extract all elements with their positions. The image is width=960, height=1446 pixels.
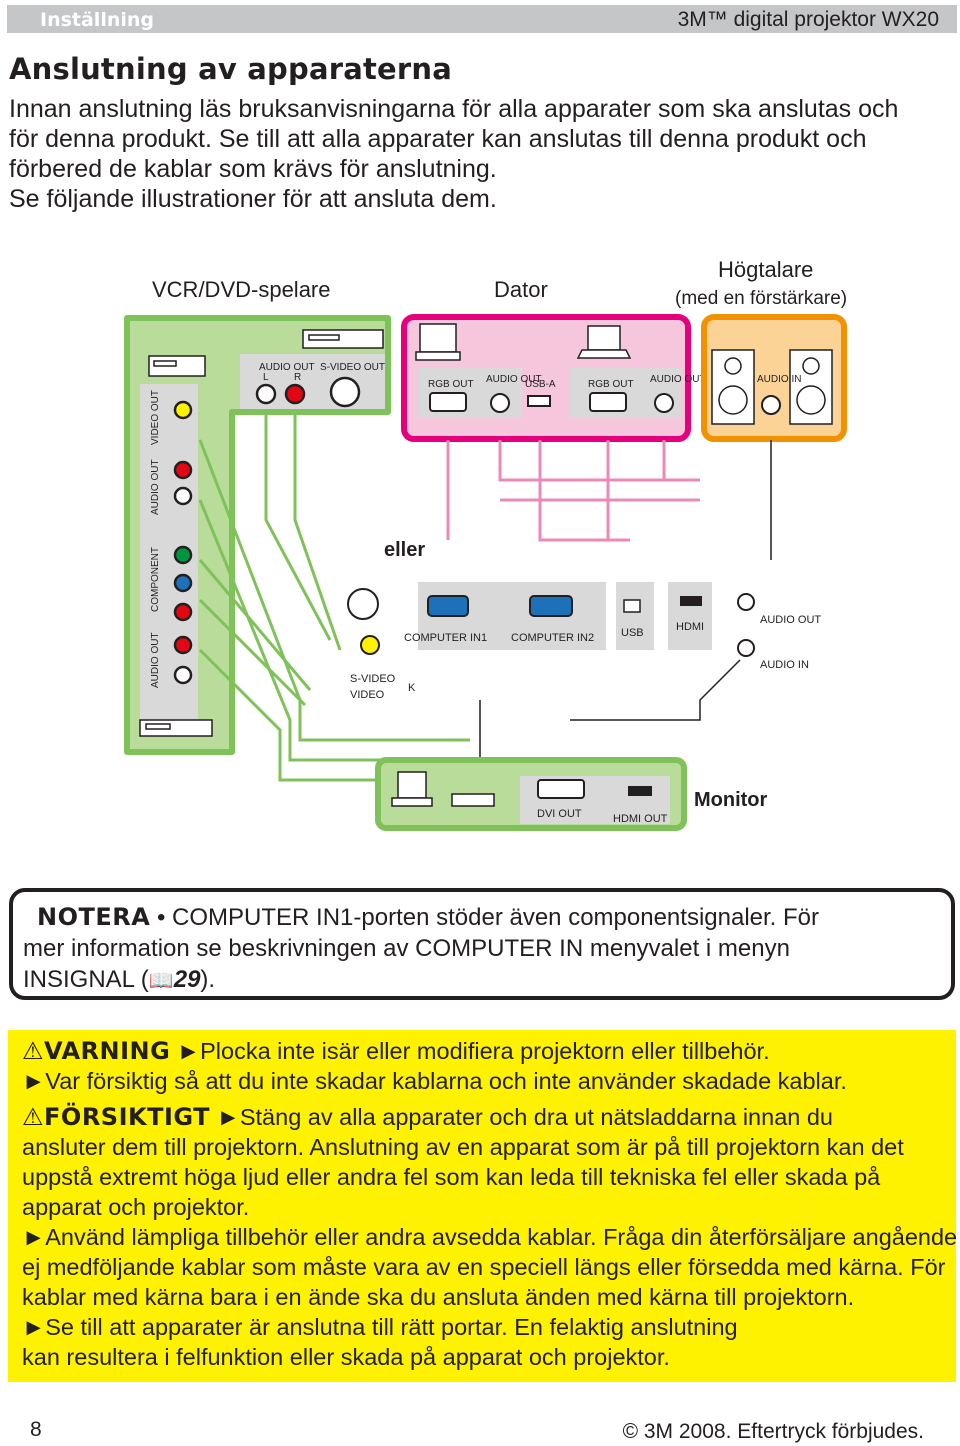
book-icon: 📖: [148, 970, 174, 992]
speaker-jack: [761, 395, 781, 415]
intro-line: Se följande illustrationer för att anslu…: [9, 185, 497, 213]
caution-line: ►Använd lämpliga tillbehör eller andra a…: [22, 1224, 958, 1250]
projector-hdmi-panel: [668, 582, 712, 650]
vcr-audio-out-label: AUDIO OUT: [259, 362, 315, 373]
usb-port: [623, 599, 641, 613]
page-number: 8: [30, 1418, 42, 1441]
projector-svideo-jacks: [347, 588, 380, 655]
intro-line: förbered de kablar som krävs för anslutn…: [9, 155, 497, 183]
product-name: 3M™ digital projektor WX20: [677, 8, 939, 31]
dvi-out-label: DVI OUT: [537, 808, 582, 820]
copyright: © 3M 2008. Eftertryck förbjudes.: [622, 1420, 924, 1443]
hdmi-port: [680, 596, 702, 606]
intro-text: Innan anslutning läs bruksanvisningarna …: [9, 94, 949, 214]
audio-in-label: AUDIO IN: [760, 659, 809, 671]
vcr-l-label: L: [263, 372, 269, 383]
connection-diagram: AUDIO OUT L R S-VIDEO OUT VIDEO OUT AUDI…: [124, 314, 847, 831]
caution-line: kablar med kärna bara i en ände ska du a…: [22, 1284, 855, 1310]
note-ref: 29: [173, 966, 201, 993]
monitor-label: Monitor: [694, 789, 768, 811]
pc2-rgb-out-label: RGB OUT: [588, 379, 634, 390]
pc2-audio-out-label: AUDIO OUT: [650, 374, 706, 385]
projector-usb-panel: [616, 582, 654, 650]
caution-icon: ⚠: [22, 1103, 45, 1131]
hdmi-out-label: HDMI OUT: [613, 813, 668, 825]
audio-out-label: AUDIO OUT: [760, 614, 821, 626]
side-video-out-label: VIDEO OUT: [150, 390, 161, 445]
caution-line: kan resultera i felfunktion eller skada …: [22, 1344, 670, 1370]
warning-icon: ⚠: [22, 1037, 45, 1065]
usb-label: USB: [621, 627, 644, 639]
warning-box: ⚠VARNING ►Plocka inte isär eller modifie…: [8, 1030, 958, 1382]
note-box: NOTERA • COMPUTER IN1-porten stöder även…: [9, 888, 955, 1000]
projector-ports: [427, 595, 573, 617]
monitor-icons: [391, 771, 495, 807]
note-line: • COMPUTER IN1-porten stöder även compon…: [156, 904, 819, 931]
caution-tag: FÖRSIKTIGT: [44, 1103, 211, 1131]
computer-in1-label: COMPUTER IN1: [404, 632, 487, 644]
speaker-audio-in-label: AUDIO IN: [757, 374, 801, 385]
pc-jacks: [429, 392, 674, 413]
caution-line: ►Se till att apparater är anslutna till …: [22, 1314, 738, 1340]
vcr-svideo-out-label: S-VIDEO OUT: [320, 362, 385, 373]
caution-line: ansluter dem till projektorn. Anslutning…: [22, 1134, 904, 1160]
vcr-r-label: R: [294, 372, 301, 383]
or-label: eller: [384, 539, 425, 561]
pc1-audio-out-label: AUDIO OUT: [486, 374, 542, 385]
computer-icons: [415, 323, 632, 361]
caution-line: uppstå extremt höga ljud eller andra fel…: [22, 1164, 881, 1190]
warning-line: ►Var försiktig så att du inte skadar kab…: [22, 1068, 847, 1094]
side-component-label: COMPONENT: [150, 547, 161, 612]
page-header: Inställning 3M™ digital projektor WX20: [7, 5, 957, 33]
svideo-label: S-VIDEO: [350, 673, 396, 685]
hdmi-label: HDMI: [676, 621, 704, 633]
page-title: Anslutning av apparaterna: [9, 52, 453, 86]
side-audio-out-label-2: AUDIO OUT: [150, 632, 161, 688]
note-line: INSIGNAL (: [23, 966, 149, 993]
caution-line: ►Stäng av alla apparater och dra ut näts…: [216, 1104, 833, 1130]
gray-cables: [479, 440, 772, 760]
hdmi-out-port: [628, 786, 652, 796]
speaker-label: Högtalare: [718, 257, 814, 282]
green-cables: [198, 410, 470, 782]
vcr-jacks: [255, 376, 361, 408]
warning-tag: VARNING: [44, 1037, 171, 1065]
k-label: K: [408, 682, 416, 694]
pc1-rgb-out-label: RGB OUT: [428, 379, 474, 390]
warning-line: ►Plocka inte isär eller modifiera projek…: [176, 1038, 770, 1064]
side-jacks: [173, 400, 193, 685]
pink-cables: [446, 440, 700, 542]
intro-line: för denna produkt. Se till att alla appa…: [9, 125, 867, 153]
projector-audio-jacks: [737, 593, 755, 657]
note-tag: NOTERA: [37, 903, 151, 931]
note-line: mer information se beskrivningen av COMP…: [23, 935, 790, 962]
video-label: VIDEO: [350, 689, 385, 701]
vcr-icon: [139, 329, 384, 737]
pc1-usb-a-label: USB-A: [525, 379, 556, 390]
side-audio-out-label: AUDIO OUT: [150, 459, 161, 515]
dvi-port: [537, 779, 585, 799]
speaker-sublabel: (med en förstärkare): [675, 288, 848, 309]
vcr-dvd-label: VCR/DVD-spelare: [152, 277, 331, 302]
speaker-icons: [711, 349, 833, 425]
section-title: Inställning: [40, 9, 154, 31]
caution-line: apparat och projektor.: [22, 1194, 250, 1220]
caution-line: ej medföljande kablar som måste vara av …: [22, 1254, 946, 1280]
computer-in2-label: COMPUTER IN2: [511, 632, 594, 644]
note-end: ).: [200, 966, 216, 993]
computer-label: Dator: [494, 277, 548, 302]
intro-line: Innan anslutning läs bruksanvisningarna …: [9, 95, 899, 123]
